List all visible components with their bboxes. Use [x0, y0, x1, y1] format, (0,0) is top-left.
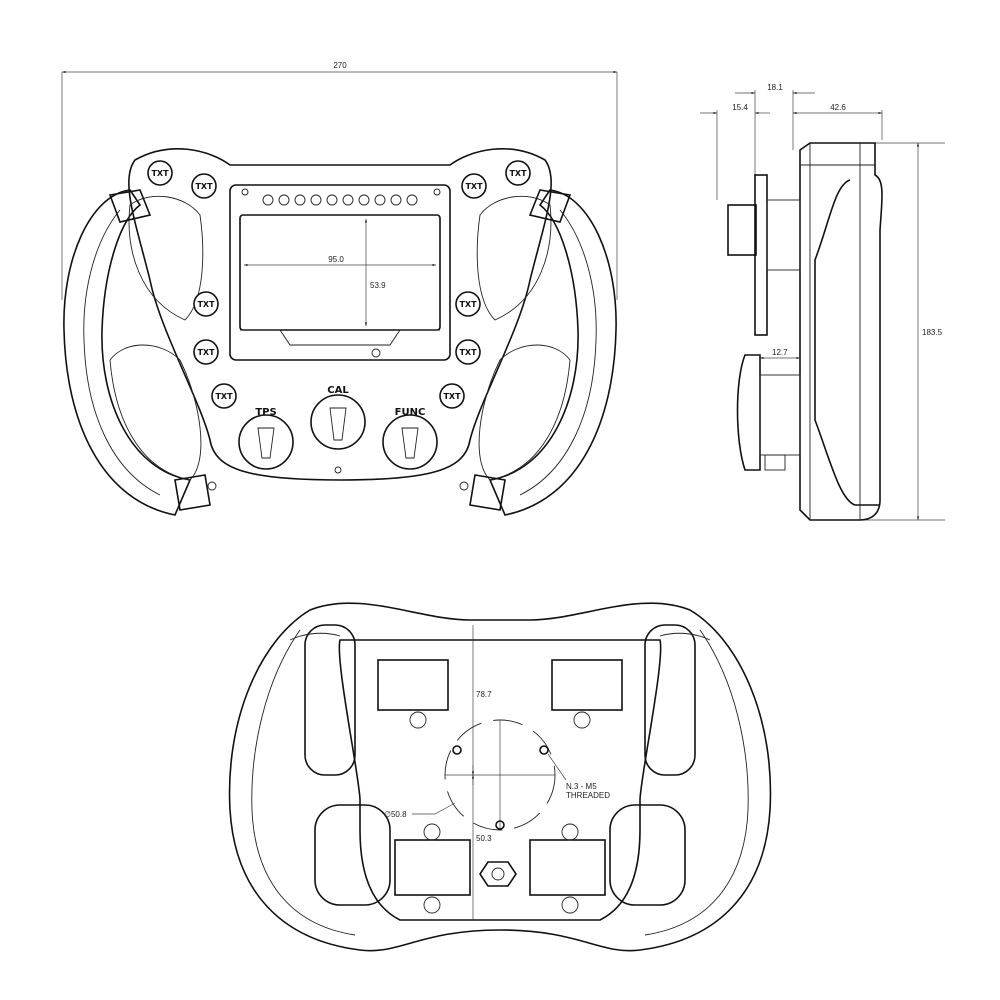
- rear-view: 78.7 50.3 ∅50.8 N.3 - M5 THREADED: [228, 602, 772, 952]
- right-upper-paddle: [528, 189, 572, 223]
- right-upper-paddle-mount: [551, 659, 623, 711]
- shift-leds: [241, 188, 441, 206]
- txt-button[interactable]: TXT: [191, 173, 217, 199]
- txt-button[interactable]: TXT: [211, 383, 237, 409]
- left-upper-grip-pad: [304, 624, 356, 776]
- left-upper-paddle-mount: [377, 659, 449, 711]
- side-view: 18.1 15.4 42.6 183.5 12.7: [700, 83, 945, 521]
- rear-bottom-dimension: 50.3: [476, 834, 492, 843]
- txt-button[interactable]: TXT: [461, 173, 487, 199]
- display-screen: [239, 214, 441, 331]
- txt-button[interactable]: TXT: [505, 160, 531, 186]
- hex-nut: [479, 861, 517, 887]
- rear-body: [228, 602, 772, 952]
- side-body: [799, 142, 883, 521]
- right-lower-grip-pad: [609, 804, 686, 906]
- svg-text:TXT: TXT: [509, 169, 527, 178]
- right-lower-paddle-mount: [529, 839, 606, 896]
- pcd-dimension: ∅50.8: [384, 810, 407, 819]
- svg-text:TXT: TXT: [443, 392, 461, 401]
- faceplate: [128, 148, 552, 481]
- rotary-switch-func[interactable]: FUNC: [382, 407, 438, 470]
- svg-text:CAL: CAL: [327, 385, 349, 396]
- side-dimension-c: 42.6: [830, 103, 846, 112]
- m5-hole: [452, 745, 462, 755]
- right-lower-paddle: [469, 474, 506, 511]
- svg-text:TXT: TXT: [197, 348, 215, 357]
- right-upper-grip-pad: [644, 624, 696, 776]
- thread-note-line2: THREADED: [566, 791, 610, 800]
- left-upper-paddle: [108, 189, 152, 223]
- side-dimension-d: 12.7: [772, 348, 788, 357]
- svg-text:TXT: TXT: [215, 392, 233, 401]
- display-housing: [229, 184, 451, 361]
- m5-hole: [495, 820, 505, 830]
- left-lower-paddle-mount: [394, 839, 471, 896]
- svg-text:TPS: TPS: [255, 407, 276, 418]
- txt-button[interactable]: TXT: [147, 160, 173, 186]
- svg-text:FUNC: FUNC: [395, 407, 426, 418]
- side-dimension-b: 15.4: [732, 103, 748, 112]
- svg-text:TXT: TXT: [459, 348, 477, 357]
- svg-text:TXT: TXT: [151, 169, 169, 178]
- svg-text:TXT: TXT: [465, 182, 483, 191]
- left-lower-grip-pad: [314, 804, 391, 906]
- side-rotary: [736, 354, 761, 471]
- display-width-dimension: 95.0: [328, 255, 344, 264]
- side-height-dimension: 183.5: [922, 328, 943, 337]
- side-connector: [727, 204, 757, 256]
- thread-note-line1: N.3 - M5: [566, 782, 597, 791]
- side-dimension-a: 18.1: [767, 83, 783, 92]
- txt-button[interactable]: TXT: [455, 291, 481, 317]
- left-grip: [63, 189, 192, 516]
- txt-button[interactable]: TXT: [439, 383, 465, 409]
- svg-text:TXT: TXT: [459, 300, 477, 309]
- left-lower-paddle: [174, 474, 211, 511]
- txt-button[interactable]: TXT: [193, 339, 219, 365]
- m5-hole: [539, 745, 549, 755]
- width-dimension: 270: [333, 61, 347, 70]
- right-grip: [488, 189, 617, 516]
- rear-top-dimension: 78.7: [476, 690, 492, 699]
- rotary-switch-tps[interactable]: TPS: [238, 407, 294, 470]
- display-height-dimension: 53.9: [370, 281, 386, 290]
- txt-button[interactable]: TXT: [193, 291, 219, 317]
- svg-text:TXT: TXT: [195, 182, 213, 191]
- svg-text:TXT: TXT: [197, 300, 215, 309]
- txt-button[interactable]: TXT: [455, 339, 481, 365]
- front-view: 270 95.0 53.9 TXT TXT TXT TXT TXT TXT TX…: [61, 61, 618, 516]
- rotary-switch-cal[interactable]: CAL: [310, 385, 366, 450]
